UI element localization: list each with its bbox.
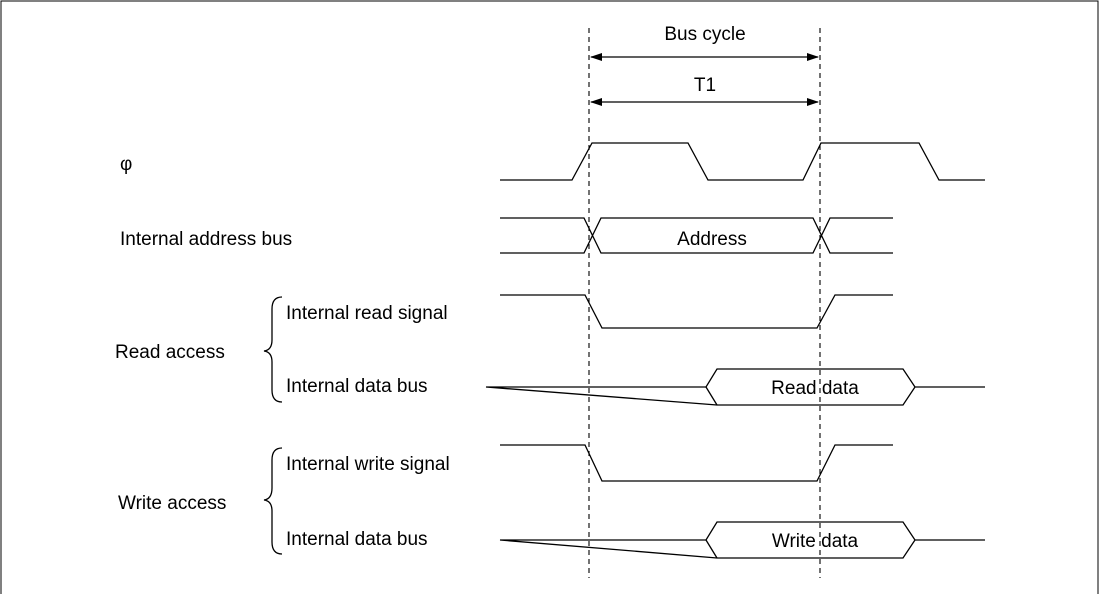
read-signal-label: Internal read signal [286,303,448,324]
write-access-label: Write access [118,493,226,514]
read-access-brace [263,296,283,403]
address-bus-waveform [500,217,893,254]
bus-cycle-label: Bus cycle [664,24,745,45]
write-signal-label: Internal write signal [286,454,450,475]
write-data-waveform [499,521,985,559]
write-access-brace [263,447,283,555]
read-access-label: Read access [115,342,225,363]
read-data-label: Read data [771,378,859,399]
read-signal-waveform [500,294,893,329]
write-data-label: Write data [772,531,859,552]
write-data-left-edge [705,539,718,559]
clock-label: φ [120,154,132,175]
t1-label: T1 [694,75,716,96]
write-data-bus-label: Internal data bus [286,529,428,550]
write-signal-waveform [500,444,893,482]
address-label: Address [677,229,747,250]
clock-waveform [500,142,985,181]
address-bus-label: Internal address bus [120,229,292,250]
read-data-bus-label: Internal data bus [286,376,428,397]
read-data-left-edge [705,386,718,406]
read-data-waveform [485,368,985,406]
